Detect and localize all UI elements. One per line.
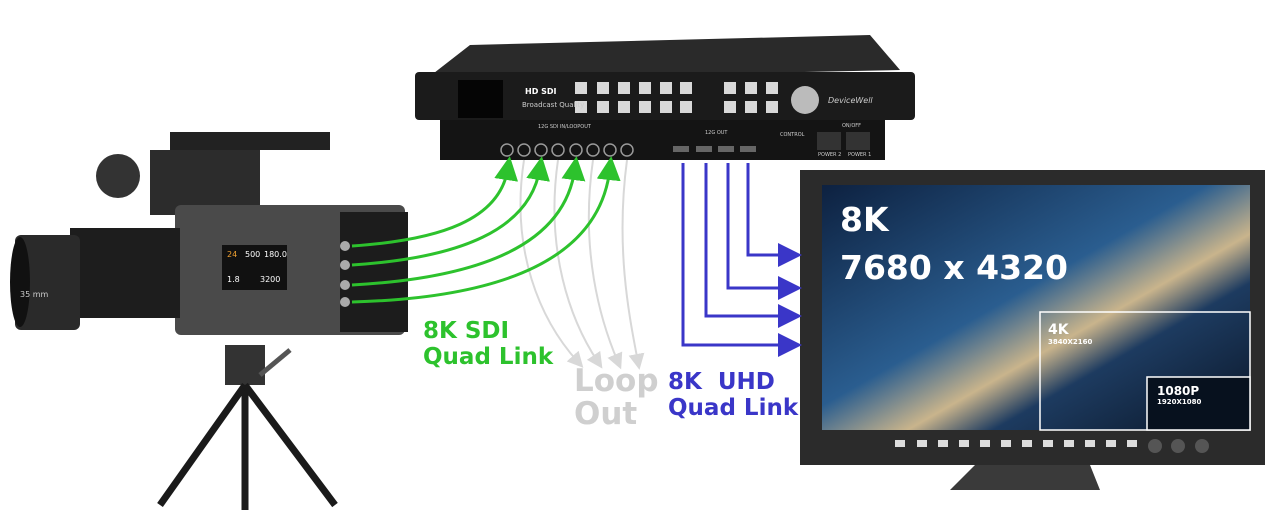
box-1080p <box>1146 376 1251 431</box>
loop-label-line1: Loop <box>574 363 659 399</box>
onoff-label: ON/OFF <box>842 123 862 129</box>
sdi-input-arrows <box>351 156 621 304</box>
lens-label: 35 mm <box>20 290 49 299</box>
monitor-stand <box>950 465 1100 490</box>
control-port-label: CONTROL <box>780 132 805 138</box>
power-socket-2 <box>817 132 841 150</box>
sdi-quad-link-label: 8K SDI Quad Link <box>423 318 553 371</box>
camera-value-fps: 24 <box>227 250 238 259</box>
lens <box>15 235 80 330</box>
output-port-label: 12G OUT <box>705 130 728 136</box>
res-4k-title: 4K <box>1048 322 1069 338</box>
uhd-label-line1: 8K UHD <box>668 369 775 395</box>
res-1080p-title: 1080P <box>1157 384 1200 398</box>
uhd-output-arrows <box>681 163 802 357</box>
loop-out-label: Loop Out <box>574 363 659 433</box>
monitor-buttons <box>895 440 1137 447</box>
camera-value-angle: 180.0 <box>264 250 287 259</box>
sdi-label-line2: Quad Link <box>423 344 554 371</box>
uhd-quad-link-label: 8K UHD Quad Link <box>668 369 798 422</box>
bnc-connectors <box>500 143 634 157</box>
sdi-converter-device <box>415 35 915 160</box>
resolution-1080p: 1080P 1920X1080 <box>1157 384 1201 406</box>
camera-value-iso: 3200 <box>260 275 281 284</box>
cinema-camera <box>10 132 408 510</box>
device-brand: DeviceWell <box>828 96 873 105</box>
resolution-4k: 4K 3840X2160 <box>1048 322 1092 346</box>
device-logo: HD SDI <box>525 87 557 96</box>
front-buttons <box>575 82 778 113</box>
res-4k-value: 3840X2160 <box>1048 338 1093 346</box>
hdmi-ports <box>673 146 756 152</box>
res-8k-value: 7680 x 4320 <box>840 247 1068 287</box>
resolution-8k: 8K 7680 x 4320 <box>840 196 1068 292</box>
camera-display <box>222 245 287 290</box>
monitor <box>800 170 1265 490</box>
res-8k-title: 8K <box>840 200 889 239</box>
camera-value-shutter: 500 <box>245 250 261 259</box>
loop-label-line2: Out <box>574 396 638 433</box>
uhd-label-line2: Quad Link <box>668 395 799 422</box>
control-knob <box>791 86 819 114</box>
power2-label: POWER 2 <box>818 152 842 158</box>
sdi-label-line1: 8K SDI <box>423 318 510 344</box>
power-socket-1 <box>846 132 870 150</box>
tripod <box>157 382 338 510</box>
input-port-label: 12G SDI IN/LOOPOUT <box>538 124 591 130</box>
device-tagline: Broadcast Quality <box>522 101 585 109</box>
camera-value-nd: 1.8 <box>227 275 240 284</box>
loop-out-arrows <box>519 159 645 370</box>
box-4k <box>1039 311 1251 431</box>
res-1080p-value: 1920X1080 <box>1157 398 1202 406</box>
lcd-screen <box>458 80 503 118</box>
camera-sdi-connectors <box>340 241 350 307</box>
power1-label: POWER 1 <box>848 152 872 158</box>
